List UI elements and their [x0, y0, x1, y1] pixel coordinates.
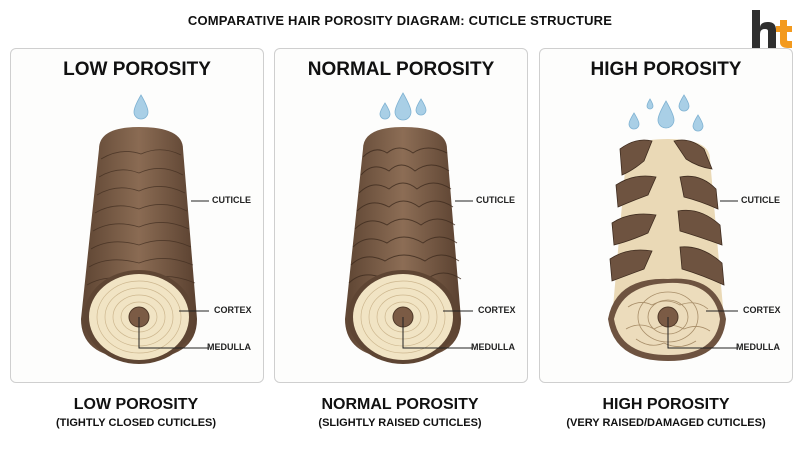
- water-drop-icon: [646, 98, 654, 110]
- water-drop-icon: [379, 102, 391, 120]
- panel-high-porosity: HIGH POROSITY: [539, 48, 793, 383]
- caption-title: HIGH POROSITY: [602, 396, 730, 413]
- hair-strand-illustration: [81, 94, 209, 364]
- panel-heading: LOW POROSITY: [63, 59, 211, 80]
- water-drop-icon: [394, 92, 412, 121]
- water-drop-icon: [133, 94, 149, 120]
- water-drop-icon: [692, 114, 704, 132]
- panel-low-porosity: LOW POROSITY: [10, 48, 264, 383]
- diagram-title: COMPARATIVE HAIR POROSITY DIAGRAM: CUTIC…: [187, 13, 613, 28]
- medulla-label: MEDULLA: [207, 342, 251, 352]
- caption-high-porosity: HIGH POROSITY (VERY RAISED/DAMAGED CUTIC…: [536, 396, 796, 429]
- cortex-label: CORTEX: [743, 305, 781, 315]
- caption-subtitle: (VERY RAISED/DAMAGED CUTICLES): [566, 417, 766, 429]
- ht-logo-icon: [752, 10, 792, 48]
- cuticle-label: CUTICLE: [741, 195, 780, 205]
- water-drop-icon: [678, 94, 690, 112]
- panel-heading: NORMAL POROSITY: [307, 59, 495, 80]
- cuticle-label: CUTICLE: [212, 195, 251, 205]
- medulla-label: MEDULLA: [736, 342, 780, 352]
- caption-subtitle: (TIGHTLY CLOSED CUTICLES): [55, 417, 217, 429]
- cortex-label: CORTEX: [214, 305, 252, 315]
- caption-normal-porosity: NORMAL POROSITY (SLIGHTLY RAISED CUTICLE…: [270, 396, 530, 429]
- panel-normal-porosity: NORMAL POROSITY: [274, 48, 528, 383]
- cuticle-label: CUTICLE: [476, 195, 515, 205]
- caption-subtitle: (SLIGHTLY RAISED CUTICLES): [318, 417, 482, 429]
- caption-title: NORMAL POROSITY: [321, 396, 479, 413]
- caption-low-porosity: LOW POROSITY (TIGHTLY CLOSED CUTICLES): [6, 396, 266, 429]
- hair-strand-illustration: [345, 92, 473, 364]
- water-drop-icon: [415, 98, 427, 116]
- water-drop-icon: [628, 112, 640, 130]
- hair-strand-illustration: [608, 94, 738, 361]
- cortex-label: CORTEX: [478, 305, 516, 315]
- water-drop-icon: [657, 100, 675, 129]
- panel-heading: HIGH POROSITY: [590, 59, 742, 80]
- caption-title: LOW POROSITY: [73, 396, 199, 413]
- medulla-label: MEDULLA: [471, 342, 515, 352]
